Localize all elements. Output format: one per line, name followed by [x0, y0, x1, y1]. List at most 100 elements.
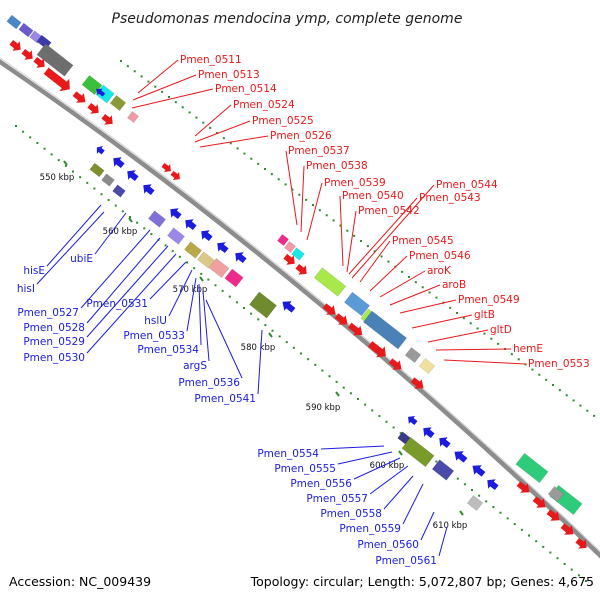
outer-tick-dot — [222, 137, 225, 140]
outer-tick-dot — [257, 162, 260, 165]
outer-tick-dot — [531, 368, 534, 371]
reverse-gene-arrow — [96, 88, 106, 97]
inner-tick-dot — [36, 142, 39, 145]
forward-leader-line — [389, 284, 441, 306]
forward-gene-label: Pmen_0538 — [306, 160, 368, 172]
inner-tick-dot — [143, 227, 146, 230]
reverse-gene-arrow — [282, 301, 296, 313]
inner-tick-dot — [328, 375, 331, 378]
reverse-leader-line — [168, 269, 193, 317]
reverse-gene-label: hisI — [17, 283, 35, 295]
inner-tick-dot — [556, 557, 559, 560]
forward-leader-line — [137, 59, 179, 94]
inner-tick-dot — [485, 500, 488, 503]
reverse-gene-label: Pmen_0561 — [375, 555, 437, 567]
forward-leader-line — [443, 359, 527, 365]
reverse-leader-line — [205, 299, 243, 379]
outer-tick-dot — [305, 198, 308, 201]
inner-tick-dot — [86, 181, 89, 184]
forward-gene-arrow — [72, 91, 86, 103]
inner-tick-dot — [314, 363, 317, 366]
outer-tick-dot — [264, 168, 266, 170]
outer-tick-dot — [270, 173, 273, 176]
inner-tick-dot — [357, 398, 359, 400]
forward-leader-line — [194, 120, 251, 143]
reverse-gene-label: Pmen_0529 — [23, 336, 85, 348]
inner-tick-dot — [107, 198, 110, 201]
outer-tick-dot — [387, 260, 390, 263]
inner-tick-dot — [435, 460, 438, 463]
reverse-leader-line — [438, 526, 448, 557]
reverse-leader-line — [320, 445, 385, 450]
forward-gene-arrow — [334, 313, 348, 325]
inner-tick-dot — [129, 216, 131, 218]
forward-leader-line — [131, 88, 214, 109]
inner-tick-dot — [385, 420, 388, 423]
outer-tick-dot — [291, 188, 294, 191]
outer-tick-dot — [408, 276, 410, 278]
kbp-label: 600 kbp — [370, 461, 405, 471]
forward-gene-arrow — [322, 303, 336, 315]
reverse-gene-arrow — [96, 146, 105, 155]
outer-tick-dot — [353, 234, 356, 237]
outer-tick-dot — [202, 121, 205, 124]
outer-tick-dot — [414, 281, 417, 284]
outer-tick-dot — [476, 327, 479, 330]
forward-leader-line — [379, 270, 426, 298]
forward-gene-label: Pmen_0544 — [436, 179, 498, 191]
forward-gene-label: Pmen_0514 — [215, 83, 277, 95]
forward-leader-line — [285, 150, 298, 226]
reverse-gene-label: Pmen_0555 — [274, 463, 336, 475]
reverse-leader-line — [149, 261, 187, 300]
inner-tick-dot — [250, 312, 253, 315]
outer-tick-dot — [332, 219, 335, 222]
reverse-gene-arrow — [439, 437, 451, 449]
reverse-leader-line — [86, 245, 169, 338]
inner-tick-dot — [271, 329, 274, 332]
reverse-gene-label: Pmen_0556 — [290, 478, 352, 490]
forward-leader-line — [369, 255, 408, 292]
label-leaders — [36, 59, 527, 557]
feature-block — [404, 347, 422, 363]
feature-block — [249, 291, 277, 319]
outer-tick-dot — [373, 250, 376, 253]
topology-text: Topology: circular; Length: 5,072,807 bp… — [250, 574, 594, 589]
forward-gene-label: Pmen_0526 — [270, 130, 332, 142]
forward-leader-line — [359, 240, 391, 283]
reverse-gene-label: Pmen_0527 — [17, 307, 79, 319]
gene-arrows — [9, 39, 587, 549]
inner-tick-dot — [471, 489, 473, 491]
reverse-gene-label: Pmen_0531 — [86, 298, 148, 310]
inner-tick-dot — [585, 580, 587, 582]
outer-tick-dot — [195, 116, 198, 119]
feature-block — [224, 268, 244, 288]
inner-tick-dot — [43, 147, 46, 150]
inner-tick-dot — [577, 574, 580, 577]
feature-block — [466, 495, 484, 511]
forward-gene-arrow — [347, 322, 363, 336]
inner-tick-dot — [243, 307, 245, 309]
forward-leader-line — [194, 104, 232, 137]
forward-gene-label: Pmen_0539 — [324, 177, 386, 189]
inner-tick-dot — [520, 528, 523, 531]
map-title: Pseudomonas mendocina ymp, complete geno… — [112, 11, 463, 27]
outer-tick-dot — [380, 255, 383, 258]
feature-block — [284, 241, 296, 253]
reverse-leader-line — [86, 253, 177, 354]
outer-tick-dot — [284, 183, 287, 186]
outer-tick-dot — [147, 80, 150, 83]
reverse-gene-label: Pmen_0528 — [23, 322, 85, 334]
inner-tick-dot — [22, 130, 25, 133]
inner-tick-dot — [186, 261, 188, 264]
reverse-leader-line — [383, 475, 414, 510]
reverse-gene-label: ubiE — [70, 253, 93, 265]
reverse-leader-line — [186, 277, 197, 332]
feature-block — [418, 358, 436, 374]
kbp-tick — [459, 510, 464, 516]
outer-tick-dot — [188, 111, 191, 114]
inner-tick-dot — [221, 289, 224, 292]
forward-gene-label: hemE — [513, 343, 543, 355]
outer-tick-dot — [154, 85, 157, 88]
reverse-leader-line — [420, 511, 435, 541]
reverse-gene-arrow — [201, 230, 213, 242]
